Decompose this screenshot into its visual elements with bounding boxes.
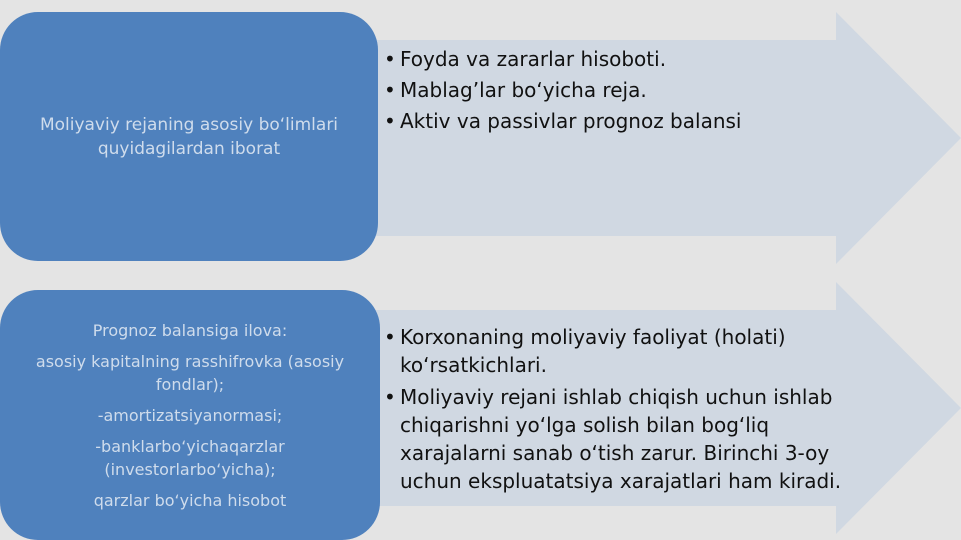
section2-label-line: asosiy kapitalning rasshifrovka (asosiy … <box>35 351 345 394</box>
section1-label: Moliyaviy rejaning asosiy bo‘limlari quy… <box>39 114 339 159</box>
bullet-icon: • <box>384 385 396 409</box>
arrow-1-polygon <box>300 12 961 264</box>
arrow-shape-2 <box>300 282 961 534</box>
bullet-icon: • <box>384 47 396 71</box>
section2-label-line: qarzlar bo‘yicha hisobot <box>93 490 287 510</box>
list-item: •Mablag’lar bo‘yicha reja. <box>384 75 824 106</box>
bullet-icon: • <box>384 325 396 349</box>
list-item-text: Moliyaviy rejani ishlab chiqish uchun is… <box>400 385 842 493</box>
bullet-icon: • <box>384 109 396 133</box>
list-item: •Foyda va zararlar hisoboti. <box>384 44 824 75</box>
section2-label-line: Prognoz balansiga ilova: <box>92 320 288 340</box>
list-item-text: Aktiv va passivlar prognoz balansi <box>400 109 742 133</box>
section2-bullet-list: •Korxonaning moliyaviy faoliyat (holati)… <box>384 323 854 499</box>
arrow-2-polygon <box>300 282 961 534</box>
bullet-icon: • <box>384 78 396 102</box>
list-item-text: Mablag’lar bo‘yicha reja. <box>400 78 647 102</box>
list-item: •Moliyaviy rejani ishlab chiqish uchun i… <box>384 383 854 495</box>
list-item: •Korxonaning moliyaviy faoliyat (holati)… <box>384 323 854 379</box>
section2-label-line: -banklarbo‘yichaqarzlar (investorlarbo‘y… <box>95 436 285 479</box>
section1-label-box: Moliyaviy rejaning asosiy bo‘limlari quy… <box>0 12 378 261</box>
section2-label-line: -amortizatsiyanormasi; <box>97 405 283 425</box>
list-item: •Aktiv va passivlar prognoz balansi <box>384 106 824 137</box>
arrow-shape-1 <box>300 12 961 264</box>
list-item-text: Foyda va zararlar hisoboti. <box>400 47 667 71</box>
list-item-text: Korxonaning moliyaviy faoliyat (holati) … <box>400 325 786 377</box>
section2-label-box: Prognoz balansiga ilova: asosiy kapitaln… <box>0 290 380 540</box>
section1-bullet-list: •Foyda va zararlar hisoboti. •Mablag’lar… <box>384 44 824 137</box>
